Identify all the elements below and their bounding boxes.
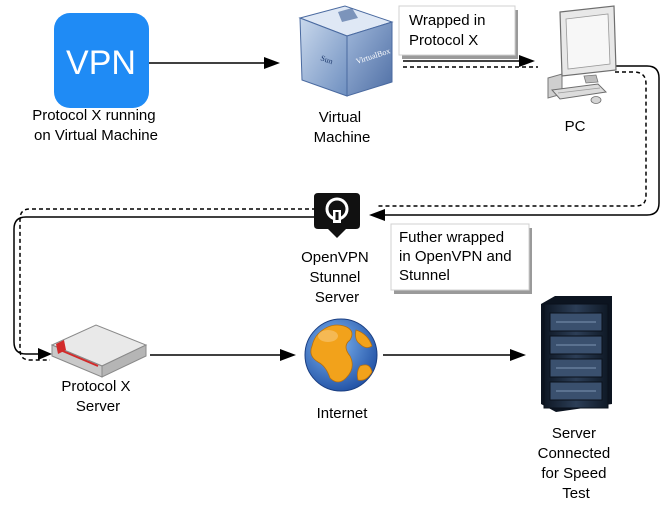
speed-test-server-node: Server Connected for Speed Test: [538, 296, 615, 502]
vpn-app-node: VPN Protocol X running on Virtual Machin…: [32, 13, 160, 144]
sun-logo-text: Sun: [319, 53, 334, 66]
globe-icon: [304, 318, 378, 392]
virtualbox-icon: Sun VirtualBox: [298, 5, 394, 178]
openvpn-label: OpenVPN Stunnel Server: [301, 249, 373, 306]
arrowhead-server-to-internet: [280, 349, 296, 361]
virtual-machine-label: Virtual Machine: [314, 109, 371, 146]
internet-node: Internet: [304, 318, 378, 422]
tunnel-openvpn-to-protocol-x-server: [19, 208, 316, 361]
arrowhead-pc-to-openvpn: [369, 209, 385, 221]
note-wrapped-box: [398, 5, 516, 56]
connections: [13, 55, 660, 361]
arrow-openvpn-to-protocol-x-server: [13, 216, 316, 355]
pc-icon: [547, 5, 617, 104]
server-rack-icon: [541, 296, 612, 412]
speed-test-server-label: Server Connected for Speed Test: [538, 425, 615, 502]
note-wrapped-text: Wrapped in Protocol X: [409, 12, 490, 49]
protocol-x-server-node: Protocol X Server: [50, 324, 148, 415]
tunnel-pc-to-openvpn: [378, 71, 647, 207]
arrow-pc-to-openvpn: [383, 65, 660, 216]
note-further-wrapped: Futher wrapped in OpenVPN and Stunnel: [390, 223, 532, 294]
arrowhead-vm-to-pc: [519, 55, 535, 67]
openvpn-node: OpenVPN Stunnel Server: [301, 193, 373, 306]
pc-label: PC: [565, 118, 586, 135]
network-appliance-icon: [50, 324, 148, 378]
arrowhead-openvpn-to-protocol-x-server: [38, 348, 52, 360]
arrowhead-vpn-to-vm: [264, 57, 280, 69]
virtual-machine-node: Sun VirtualBox Virtual Machine: [298, 5, 394, 178]
arrowhead-internet-to-speedtest: [510, 349, 526, 361]
protocol-x-server-label: Protocol X Server: [61, 378, 134, 415]
vpn-app-icon: [54, 13, 149, 108]
pc-node: PC: [547, 5, 617, 135]
vpn-app-label: Protocol X running on Virtual Machine: [32, 107, 160, 144]
internet-label: Internet: [317, 405, 369, 422]
note-further-wrapped-box: [390, 223, 530, 291]
vpn-icon-text: VPN: [66, 44, 136, 82]
note-wrapped: Wrapped in Protocol X: [398, 5, 518, 59]
openvpn-icon: [314, 193, 360, 238]
note-further-wrapped-text: Futher wrapped in OpenVPN and Stunnel: [399, 229, 516, 284]
